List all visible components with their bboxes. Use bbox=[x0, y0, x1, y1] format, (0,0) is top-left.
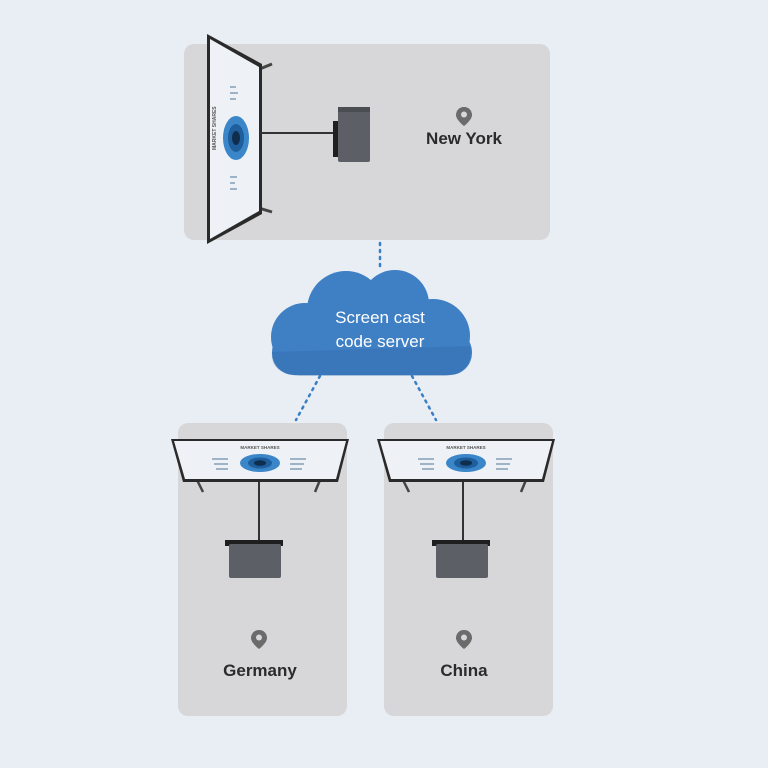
location-label-germany: Germany bbox=[223, 661, 297, 680]
location-label-new-york: New York bbox=[426, 129, 502, 148]
connector-server-germany bbox=[294, 374, 322, 422]
display-title: MARKET SHARES bbox=[446, 445, 485, 450]
connector-server-china bbox=[410, 374, 438, 422]
location-pin-icon bbox=[456, 630, 472, 649]
location-pin-icon bbox=[251, 630, 267, 649]
cast-device-icon bbox=[225, 540, 283, 578]
cast-device-icon bbox=[432, 540, 490, 578]
display-title: MARKET SHARES bbox=[212, 106, 218, 150]
cloud-icon bbox=[271, 270, 472, 376]
germany-display: MARKET SHARES bbox=[171, 439, 349, 540]
server-label-line1: Screen cast bbox=[335, 308, 425, 327]
cast-device-icon bbox=[333, 107, 370, 162]
china-display: MARKET SHARES bbox=[377, 439, 555, 540]
connector-lines bbox=[294, 241, 438, 422]
display-title: MARKET SHARES bbox=[240, 445, 279, 450]
location-label-china: China bbox=[440, 661, 488, 680]
server-label: Screen cast code server bbox=[300, 306, 460, 354]
newyork-display: MARKET SHARES bbox=[207, 34, 333, 244]
server-label-line2: code server bbox=[335, 332, 425, 351]
location-pin-icon bbox=[456, 107, 472, 126]
